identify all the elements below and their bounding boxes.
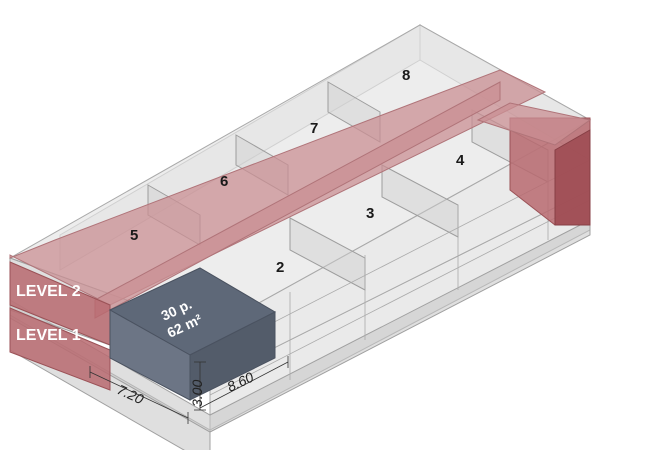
corridor-top <box>9 69 547 306</box>
dim-height-label: 3.00 <box>189 380 205 407</box>
corridor-end-right-face <box>554 129 591 226</box>
slab-line-lower <box>209 199 591 396</box>
level2-label: LEVEL 2 <box>16 283 81 300</box>
level1-label-block <box>9 307 111 391</box>
dim-width-line <box>199 361 289 409</box>
unit-number-6: 6 <box>220 173 228 190</box>
unit-number-7: 7 <box>310 120 318 137</box>
unit-number-8: 8 <box>402 67 410 84</box>
selected-unit-side <box>189 311 276 401</box>
level1-label: LEVEL 1 <box>16 327 81 344</box>
unit-number-2: 2 <box>276 259 284 276</box>
dim-depth-line <box>89 371 189 419</box>
unit-number-4: 4 <box>456 152 465 169</box>
unit-number-5: 5 <box>130 227 138 244</box>
unit-number-3: 3 <box>366 205 374 222</box>
corridor-end-right-top <box>476 102 592 146</box>
